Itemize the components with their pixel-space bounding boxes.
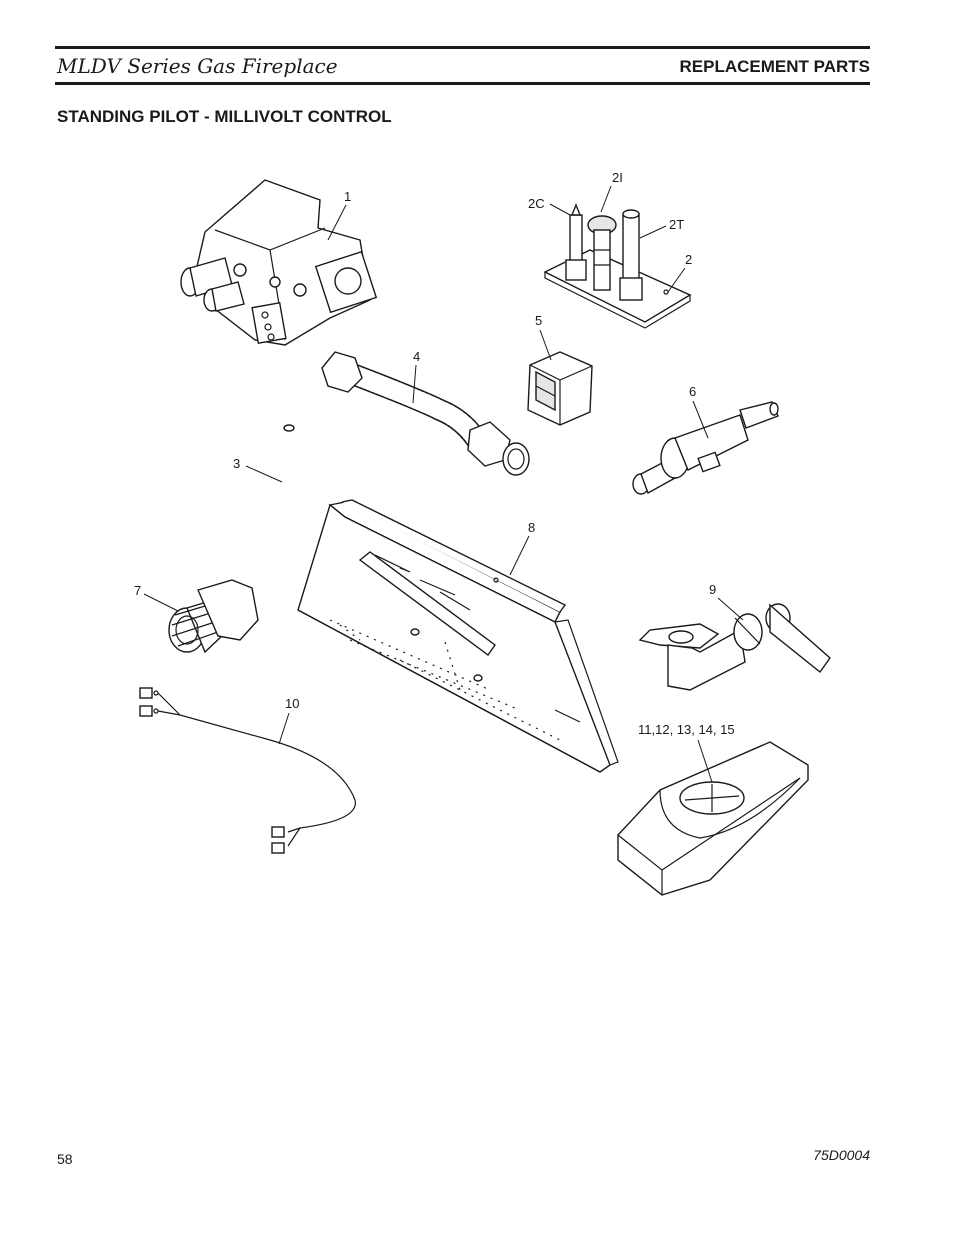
page-heading: STANDING PILOT - MILLIVOLT CONTROL <box>57 107 392 126</box>
leader-9 <box>717 597 744 621</box>
leader-7 <box>143 593 179 612</box>
part-8-burner-pan <box>297 499 619 773</box>
callout-2t: 2T <box>669 217 684 232</box>
header-rule-top <box>55 46 870 49</box>
part-11-15-control-module <box>617 741 809 896</box>
callout-2c: 2C <box>528 196 545 211</box>
callout-6: 6 <box>689 384 696 399</box>
part-5-rocker-switch <box>527 351 593 426</box>
callout-7: 7 <box>134 583 141 598</box>
callout-10: 10 <box>285 696 299 711</box>
callout-1: 1 <box>344 189 351 204</box>
leader-5 <box>539 329 552 361</box>
part-9-pilot-bracket <box>638 603 831 691</box>
part-7-orifice-fitting <box>168 579 259 654</box>
leader-6 <box>692 400 709 439</box>
page-number: 58 <box>57 1151 73 1167</box>
leader-2c <box>549 203 571 216</box>
callout-3: 3 <box>233 456 240 471</box>
leader-3 <box>245 465 283 483</box>
callout-2i: 2I <box>612 170 623 185</box>
leader-11-15 <box>697 739 713 783</box>
header-rule-bottom <box>55 82 870 85</box>
callout-9: 9 <box>709 582 716 597</box>
leader-8 <box>509 535 530 576</box>
leader-2 <box>667 267 686 293</box>
callout-2: 2 <box>685 252 692 267</box>
leader-10 <box>278 712 290 745</box>
section-title: REPLACEMENT PARTS <box>679 57 870 76</box>
leader-1 <box>327 204 347 241</box>
callout-4: 4 <box>413 349 420 364</box>
part-3-pilot-tube <box>61 424 295 569</box>
document-title: MLDV Series Gas Fireplace <box>57 54 338 78</box>
part-1-gas-valve <box>180 179 378 346</box>
leader-2t <box>639 225 667 239</box>
part-2-pilot-assembly <box>543 203 692 329</box>
part-4-flex-connector <box>321 351 530 476</box>
callout-11-15: 11,12, 13, 14, 15 <box>638 722 735 737</box>
document-code: 75D0004 <box>813 1147 870 1163</box>
callout-8: 8 <box>528 520 535 535</box>
part-10-wire-harness <box>139 687 356 854</box>
callout-5: 5 <box>535 313 542 328</box>
leader-2i <box>600 185 612 213</box>
leader-4 <box>412 364 417 404</box>
part-6-piezo-igniter <box>632 401 779 495</box>
